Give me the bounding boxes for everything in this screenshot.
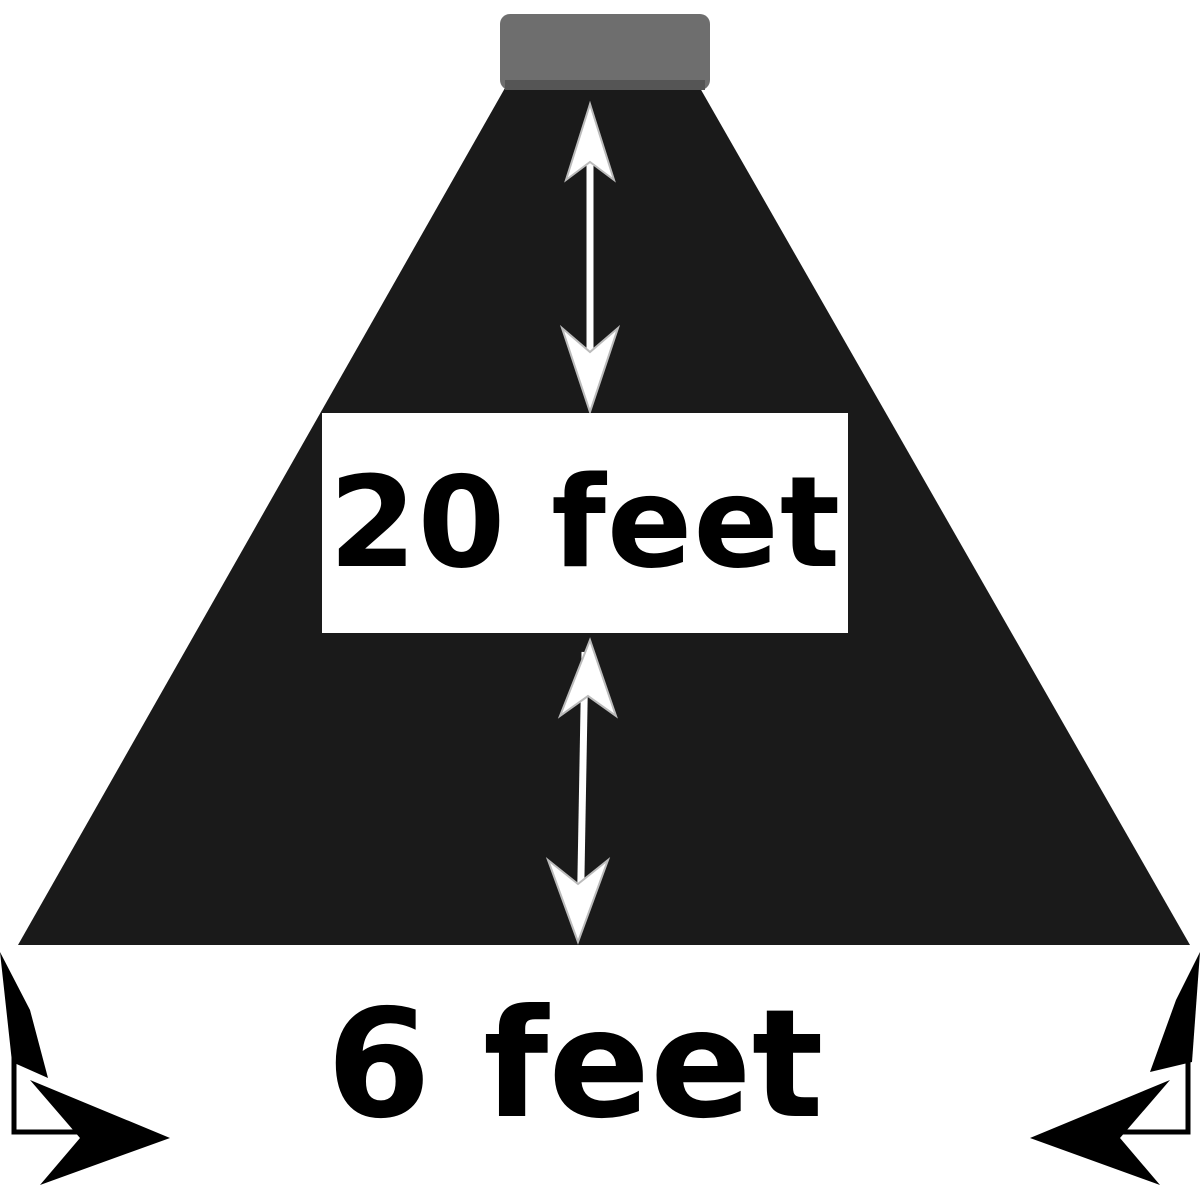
width-label: 6 feet xyxy=(326,978,824,1152)
left-width-arrow xyxy=(0,952,170,1185)
light-fixture xyxy=(500,14,710,90)
height-label: 20 feet xyxy=(328,449,842,596)
upper-height-arrow xyxy=(559,100,621,416)
right-width-arrow xyxy=(1030,952,1200,1185)
fixture-rim xyxy=(505,80,705,90)
lower-height-arrow xyxy=(545,637,618,945)
height-label-box: 20 feet xyxy=(322,413,848,633)
